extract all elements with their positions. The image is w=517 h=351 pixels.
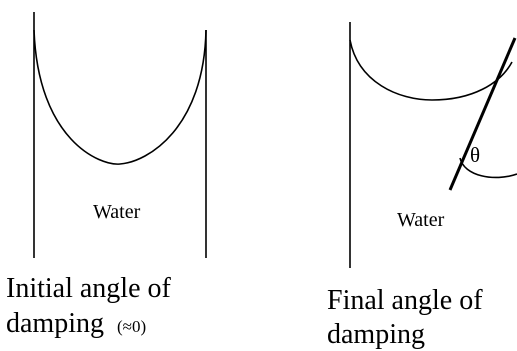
angle-arc xyxy=(459,157,517,179)
left-meniscus xyxy=(33,29,207,165)
left-caption-line2: damping (≈0) xyxy=(6,308,146,339)
theta-symbol: θ xyxy=(470,143,480,167)
left-caption-damping: damping xyxy=(6,308,104,339)
right-meniscus xyxy=(349,39,513,101)
right-caption-line2: damping xyxy=(327,319,425,350)
right-water-label: Water xyxy=(397,209,445,231)
right-caption-line1: Final angle of xyxy=(327,285,483,316)
contact-tangent-line xyxy=(448,37,517,191)
left-tube: Water xyxy=(33,12,207,258)
left-caption-line1: Initial angle of xyxy=(6,273,172,304)
left-caption-approx: (≈0) xyxy=(117,317,146,336)
left-water-label: Water xyxy=(93,201,141,223)
right-tube: θ Water xyxy=(349,22,517,268)
